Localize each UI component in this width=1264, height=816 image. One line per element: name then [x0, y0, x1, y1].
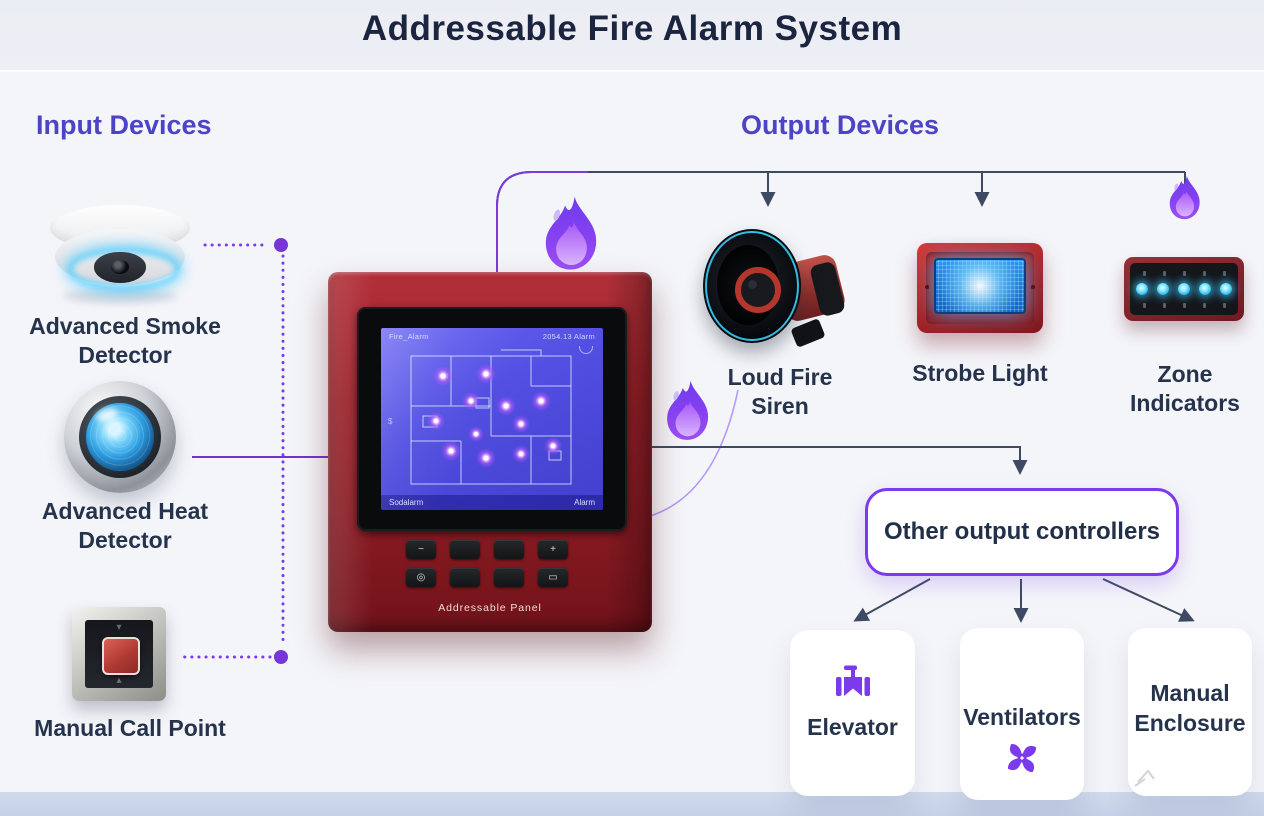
strobe-lens — [934, 258, 1026, 314]
fire-alarm-panel: Fire_Alarm 2054.13 Alarm — [328, 272, 652, 632]
zone-indicators-device — [1124, 257, 1244, 321]
panel-button[interactable] — [494, 568, 524, 587]
screen-status-right: 2054.13 Alarm — [542, 332, 595, 341]
panel-caption: Addressable Panel — [438, 602, 542, 614]
input-devices-heading: Input Devices — [36, 110, 212, 140]
fan-icon — [1008, 744, 1036, 772]
valve-icon — [836, 665, 870, 696]
smoke-detector-glow-ring — [69, 249, 179, 289]
page-title: Addressable Fire Alarm System — [361, 9, 903, 48]
map-annotation: $ — [388, 417, 393, 426]
panel-button-minus[interactable]: − — [406, 540, 436, 559]
manual-call-point-label: Manual Call Point — [34, 715, 226, 741]
call-point-button — [102, 637, 140, 675]
panel-bezel: Fire_Alarm 2054.13 Alarm — [357, 307, 627, 531]
screen-status-left: Fire_Alarm — [389, 332, 429, 341]
strobe-light-device — [917, 243, 1043, 333]
smoke-detector-lens — [111, 260, 129, 274]
screen-footer-left: Sodalarm — [389, 498, 424, 507]
title-band — [0, 0, 1264, 72]
sketch-icon — [1134, 769, 1155, 787]
alarm-glow-dots — [427, 364, 562, 468]
screen-footer-right: Alarm — [574, 498, 595, 507]
panel-button[interactable] — [450, 568, 480, 587]
panel-screen: Fire_Alarm 2054.13 Alarm — [381, 328, 603, 510]
panel-button-power[interactable]: ◎ — [406, 568, 436, 587]
fire-siren-device — [695, 227, 848, 349]
panel-button-plus[interactable]: + — [538, 540, 568, 559]
zone-led-row — [1124, 283, 1244, 295]
elevator-card: Elevator — [790, 630, 915, 796]
manual-call-point-device: ▾ ▴ — [72, 607, 166, 701]
smoke-detector-device — [45, 205, 195, 305]
heat-detector-device — [64, 381, 176, 493]
panel-button[interactable] — [494, 540, 524, 559]
bell-icon — [579, 346, 593, 354]
panel-button-menu[interactable]: ▭ — [538, 568, 568, 587]
floorplan-map: $ — [388, 349, 572, 485]
panel-button[interactable] — [450, 540, 480, 559]
output-devices-heading: Output Devices — [740, 110, 940, 140]
strobe-label: Strobe Light — [912, 360, 1048, 386]
other-output-controllers-label: Other output controllers — [884, 518, 1160, 545]
other-output-controllers-box: Other output controllers — [865, 488, 1179, 576]
ventilators-card: Ventilators — [960, 628, 1084, 800]
